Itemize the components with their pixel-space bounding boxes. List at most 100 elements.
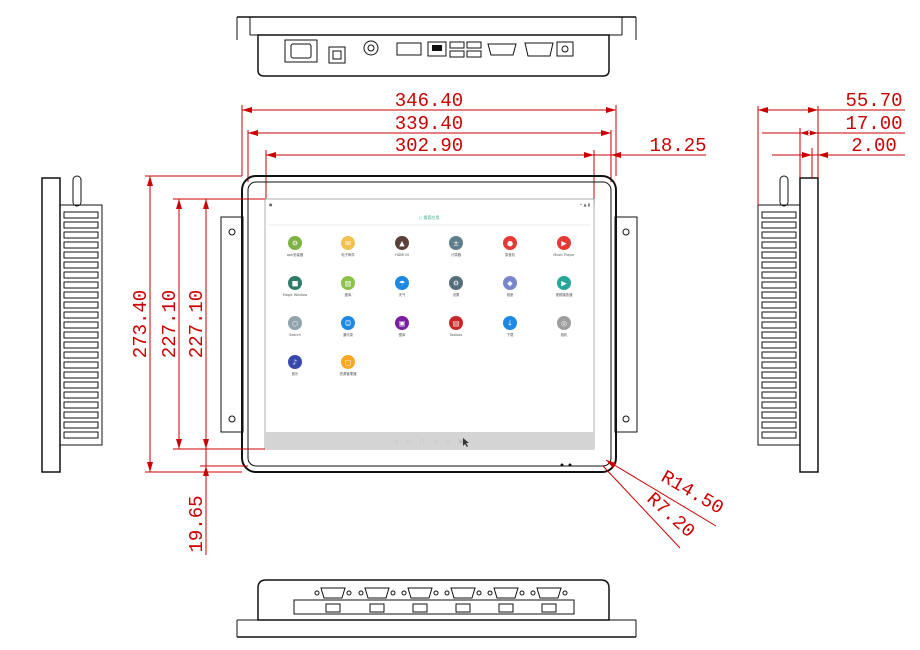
bezel-width-label: 339.40 <box>395 113 463 135</box>
heatsink-fin <box>63 401 99 409</box>
heatsink-fin <box>63 411 99 419</box>
app-icon[interactable]: ☺通讯录 <box>341 316 355 337</box>
nav-icon[interactable]: ◁ <box>433 439 437 445</box>
heatsink-fin <box>63 301 99 309</box>
app-label: 相机 <box>561 332 568 337</box>
svg-text:• ▲ ▮: • ▲ ▮ <box>580 202 590 207</box>
app-glyph: ▢ <box>345 359 352 367</box>
heatsink-fins-left <box>63 211 99 439</box>
app-icon[interactable]: ▣图库 <box>395 316 409 337</box>
app-glyph: ◆ <box>507 280 513 288</box>
heatsink-fin <box>761 241 797 249</box>
heatsink-fin <box>63 231 99 239</box>
app-glyph: ↓ <box>507 320 513 328</box>
heatsink-fin <box>63 351 99 359</box>
heatsink-fin <box>63 381 99 389</box>
heatsink-fin <box>63 241 99 249</box>
app-icon[interactable]: ▨ 图库 <box>341 276 355 297</box>
app-label: 图库 <box>399 332 406 337</box>
screen-height-label-a: 227.10 <box>159 290 181 358</box>
com-port-icon <box>358 587 396 613</box>
app-label: 电子邮件 <box>341 252 355 257</box>
app-label: apk安装器 <box>287 252 304 257</box>
heatsink-fin <box>63 321 99 329</box>
app-icon[interactable]: ▢资源管理器 <box>340 355 358 376</box>
app-label: 图库 <box>345 292 352 297</box>
heatsink-fin <box>761 361 797 369</box>
app-icon[interactable]: ○Search <box>288 316 302 337</box>
app-icon[interactable]: ▤Toolbox <box>449 316 463 337</box>
heatsink-fin <box>761 371 797 379</box>
app-icon[interactable]: ▶ 视频播放器 <box>556 276 574 297</box>
app-grid: ⚙ apk安装器 ✉电子邮件 ▲HDMI IN ±计算器 ● 录音机 ▶Music Playe… <box>283 236 575 376</box>
app-glyph: ± <box>453 240 459 248</box>
heatsink-fin <box>63 331 99 339</box>
app-glyph: ▨ <box>345 280 352 288</box>
depth-total-label: 55.70 <box>845 90 902 112</box>
heatsink-fin <box>63 431 99 439</box>
heatsink-fin <box>63 421 99 429</box>
heatsink-fin <box>761 341 797 349</box>
app-label: 通讯录 <box>343 332 354 337</box>
app-label: 录音机 <box>505 252 516 257</box>
heatsink-fin <box>63 291 99 299</box>
heatsink-fin <box>761 431 797 439</box>
heatsink-fin <box>761 271 797 279</box>
app-icon[interactable]: ◎相机 <box>557 316 571 337</box>
com-port-icon <box>314 587 352 613</box>
app-glyph: ⚙ <box>292 240 298 248</box>
app-icon[interactable]: ☂天气 <box>395 276 409 297</box>
app-icon[interactable]: ■Magic Window <box>283 276 308 297</box>
heatsink-fin <box>63 391 99 399</box>
lan-port-icon <box>396 41 447 57</box>
app-glyph: ⚙ <box>453 280 459 288</box>
app-glyph: ▤ <box>453 320 460 328</box>
nav-icon[interactable]: □ <box>420 439 425 445</box>
app-glyph: ♪ <box>293 359 297 367</box>
svg-text:●: ● <box>269 202 273 207</box>
app-icon[interactable]: ◆相册 <box>503 276 517 297</box>
top-view <box>236 16 637 77</box>
app-icon[interactable]: ▶Music Player <box>553 236 575 257</box>
heatsink-fin <box>63 371 99 379</box>
app-icon[interactable]: ▲HDMI IN <box>395 236 409 257</box>
nav-icon[interactable]: ○ <box>446 439 450 445</box>
mouse-cursor-icon <box>463 438 469 447</box>
app-icon[interactable]: ±计算器 <box>449 236 463 257</box>
horizontal-dimensions: 346.40 339.40 302.90 18.25 <box>241 90 707 205</box>
com-port-icon <box>530 587 568 613</box>
nav-icon[interactable]: ◁ <box>394 439 398 445</box>
heatsink-fin <box>761 391 797 399</box>
app-label: Search <box>289 333 301 337</box>
com-port-icon <box>487 43 517 56</box>
power-switch-icon <box>328 46 346 64</box>
app-label: 下载 <box>507 332 514 337</box>
app-icon[interactable]: ⚙ apk安装器 <box>287 236 304 257</box>
screen-height-label-b: 227.10 <box>186 290 208 358</box>
heatsink-fin <box>761 301 797 309</box>
vga-port-icon <box>524 41 574 57</box>
app-icon[interactable]: ↓ 下载 <box>503 316 517 337</box>
app-label: 音乐 <box>292 371 299 376</box>
nav-icon[interactable]: ○ <box>407 439 411 445</box>
app-label: 视频播放器 <box>556 292 574 297</box>
app-label: 设置 <box>453 292 460 297</box>
heatsink-fin <box>761 331 797 339</box>
heatsink-fin <box>63 361 99 369</box>
heatsink-fin <box>761 281 797 289</box>
com-port-icon <box>401 587 439 613</box>
dc-jack-icon <box>363 40 379 56</box>
depth-front-label: 2.00 <box>851 135 897 157</box>
side-margin-label: 18.25 <box>649 135 706 157</box>
app-glyph: ▶ <box>561 280 567 288</box>
heatsink-fin <box>761 401 797 409</box>
heatsink-fin <box>761 291 797 299</box>
app-icon[interactable]: ✉电子邮件 <box>341 236 355 257</box>
nav-icon[interactable]: ▣ <box>459 439 464 445</box>
app-icon[interactable]: ● 录音机 <box>503 236 517 257</box>
app-glyph: ● <box>507 240 513 248</box>
app-label: HDMI IN <box>395 253 409 257</box>
app-icon[interactable]: ♪ 音乐 <box>288 355 302 376</box>
app-icon[interactable]: ⚙ 设置 <box>449 276 463 297</box>
